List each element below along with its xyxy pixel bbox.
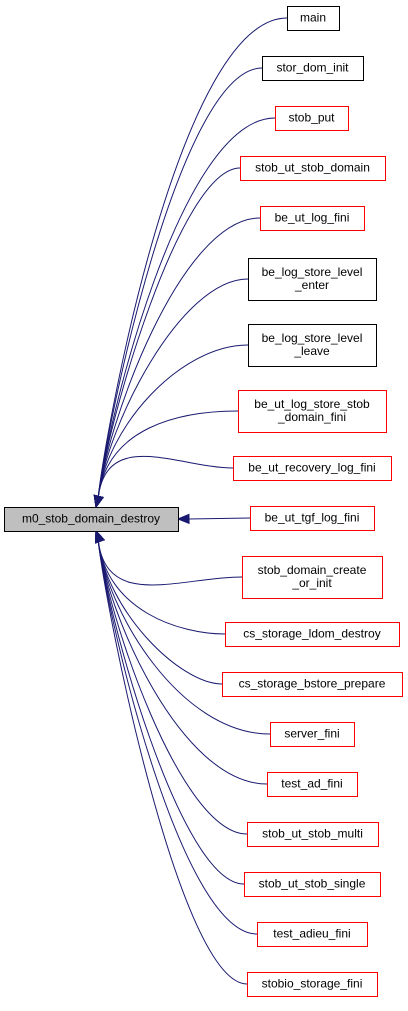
call-edge xyxy=(97,410,239,500)
call-edge xyxy=(97,538,226,635)
caller-node-box xyxy=(238,390,387,433)
caller-node-label: test_ad_fini xyxy=(281,777,342,791)
call-edge xyxy=(97,538,248,985)
caller-node-box xyxy=(275,106,349,131)
caller-node-label: stor_dom_init xyxy=(276,61,349,75)
caller-nodes: main stor_dom_init stob_put stob_ut_stob_do… xyxy=(222,6,403,997)
caller-node-label-line-1: stob_domain_create xyxy=(258,563,367,577)
caller-node-label: stob_ut_stob_multi xyxy=(262,827,363,841)
caller-node-be-log-store-level-enter[interactable]: be_log_store_level_enter xyxy=(248,258,377,301)
caller-node-box xyxy=(260,206,365,231)
caller-node-box xyxy=(270,722,355,747)
caller-node-label-line-2: _domain_fini xyxy=(277,410,346,424)
caller-node-label: stob_ut_stob_domain xyxy=(255,161,370,175)
caller-node-label-line-2: _enter xyxy=(294,278,329,292)
caller-node-stob-ut-stob-domain[interactable]: stob_ut_stob_domain xyxy=(240,156,386,181)
caller-node-server-fini[interactable]: server_fini xyxy=(270,722,355,747)
caller-node-box xyxy=(257,922,368,947)
call-edge xyxy=(187,517,251,520)
caller-node-test-adieu-fini[interactable]: test_adieu_fini xyxy=(257,922,368,947)
call-edge xyxy=(97,67,263,500)
caller-node-be-log-store-level-leave[interactable]: be_log_store_level_leave xyxy=(248,324,377,367)
caller-node-label: test_adieu_fini xyxy=(273,927,350,941)
caller-node-label-line-1: be_ut_log_store_stob xyxy=(254,397,370,411)
call-edge xyxy=(97,455,234,500)
call-edge xyxy=(97,538,271,735)
caller-node-label: server_fini xyxy=(284,727,339,741)
arrowhead xyxy=(93,494,104,509)
caller-node-test-ad-fini[interactable]: test_ad_fini xyxy=(267,772,358,797)
caller-node-box xyxy=(287,6,340,31)
caller-node-box xyxy=(248,324,377,367)
caller-node-box xyxy=(248,258,377,301)
caller-node-stob-ut-stob-multi[interactable]: stob_ut_stob_multi xyxy=(247,822,379,847)
focus-node-m0-stob-domain-destroy[interactable]: m0_stob_domain_destroy xyxy=(4,507,179,532)
caller-node-label: be_ut_log_fini xyxy=(275,211,350,225)
caller-node-stob-domain-create-or-init[interactable]: stob_domain_create_or_init xyxy=(242,556,383,599)
caller-node-be-ut-log-store-stob-domain-fini[interactable]: be_ut_log_store_stob_domain_fini xyxy=(238,390,387,433)
call-edge xyxy=(97,278,249,500)
caller-node-label: be_ut_recovery_log_fini xyxy=(248,461,375,475)
caller-node-label: cs_storage_bstore_prepare xyxy=(239,677,386,691)
call-edge xyxy=(97,538,243,586)
caller-node-label: stob_put xyxy=(288,111,335,125)
caller-node-stob-ut-stob-single[interactable]: stob_ut_stob_single xyxy=(244,872,381,897)
caller-node-cs-storage-ldom-destroy[interactable]: cs_storage_ldom_destroy xyxy=(225,622,400,647)
arrowhead xyxy=(95,529,105,544)
call-edge xyxy=(97,344,249,500)
caller-node-main[interactable]: main xyxy=(287,6,340,31)
focus-node-label: m0_stob_domain_destroy xyxy=(22,512,160,526)
caller-node-label: main xyxy=(300,11,326,25)
caller-node-label: stobio_storage_fini xyxy=(262,977,363,991)
caller-node-box xyxy=(222,672,403,697)
caller-node-stob-put[interactable]: stob_put xyxy=(275,106,349,131)
caller-node-box xyxy=(233,456,392,481)
call-edge xyxy=(97,538,245,885)
call-edge xyxy=(97,538,268,785)
caller-node-label: stob_ut_stob_single xyxy=(259,877,366,891)
caller-node-cs-storage-bstore-prepare[interactable]: cs_storage_bstore_prepare xyxy=(222,672,403,697)
caller-node-stor-dom-init[interactable]: stor_dom_init xyxy=(262,56,364,81)
caller-node-box xyxy=(250,506,375,531)
call-edges xyxy=(93,17,288,985)
caller-node-label: cs_storage_ldom_destroy xyxy=(243,627,380,641)
caller-node-box xyxy=(244,872,381,897)
caller-node-box xyxy=(242,556,383,599)
caller-node-box xyxy=(262,56,364,81)
caller-node-box xyxy=(225,622,400,647)
call-edge xyxy=(97,538,248,835)
caller-node-be-ut-tgf-log-fini[interactable]: be_ut_tgf_log_fini xyxy=(250,506,375,531)
caller-node-box xyxy=(267,772,358,797)
call-edge xyxy=(97,167,241,500)
caller-node-stobio-storage-fini[interactable]: stobio_storage_fini xyxy=(247,972,378,997)
caller-node-label-line-1: be_log_store_level xyxy=(262,265,363,279)
caller-node-label-line-2: _or_init xyxy=(291,576,332,590)
arrowhead xyxy=(176,513,190,525)
caller-node-be-ut-recovery-log-fini[interactable]: be_ut_recovery_log_fini xyxy=(233,456,392,481)
caller-node-label: be_ut_tgf_log_fini xyxy=(265,511,360,525)
call-edge xyxy=(97,217,261,500)
caller-node-label-line-1: be_log_store_level xyxy=(262,331,363,345)
focus-node-box xyxy=(4,507,179,532)
caller-node-be-ut-log-fini[interactable]: be_ut_log_fini xyxy=(260,206,365,231)
call-edge xyxy=(97,538,223,685)
call-edge xyxy=(97,538,258,935)
caller-node-label-line-2: _leave xyxy=(293,344,330,358)
caller-node-box xyxy=(240,156,386,181)
caller-node-box xyxy=(247,822,379,847)
caller-node-box xyxy=(247,972,378,997)
